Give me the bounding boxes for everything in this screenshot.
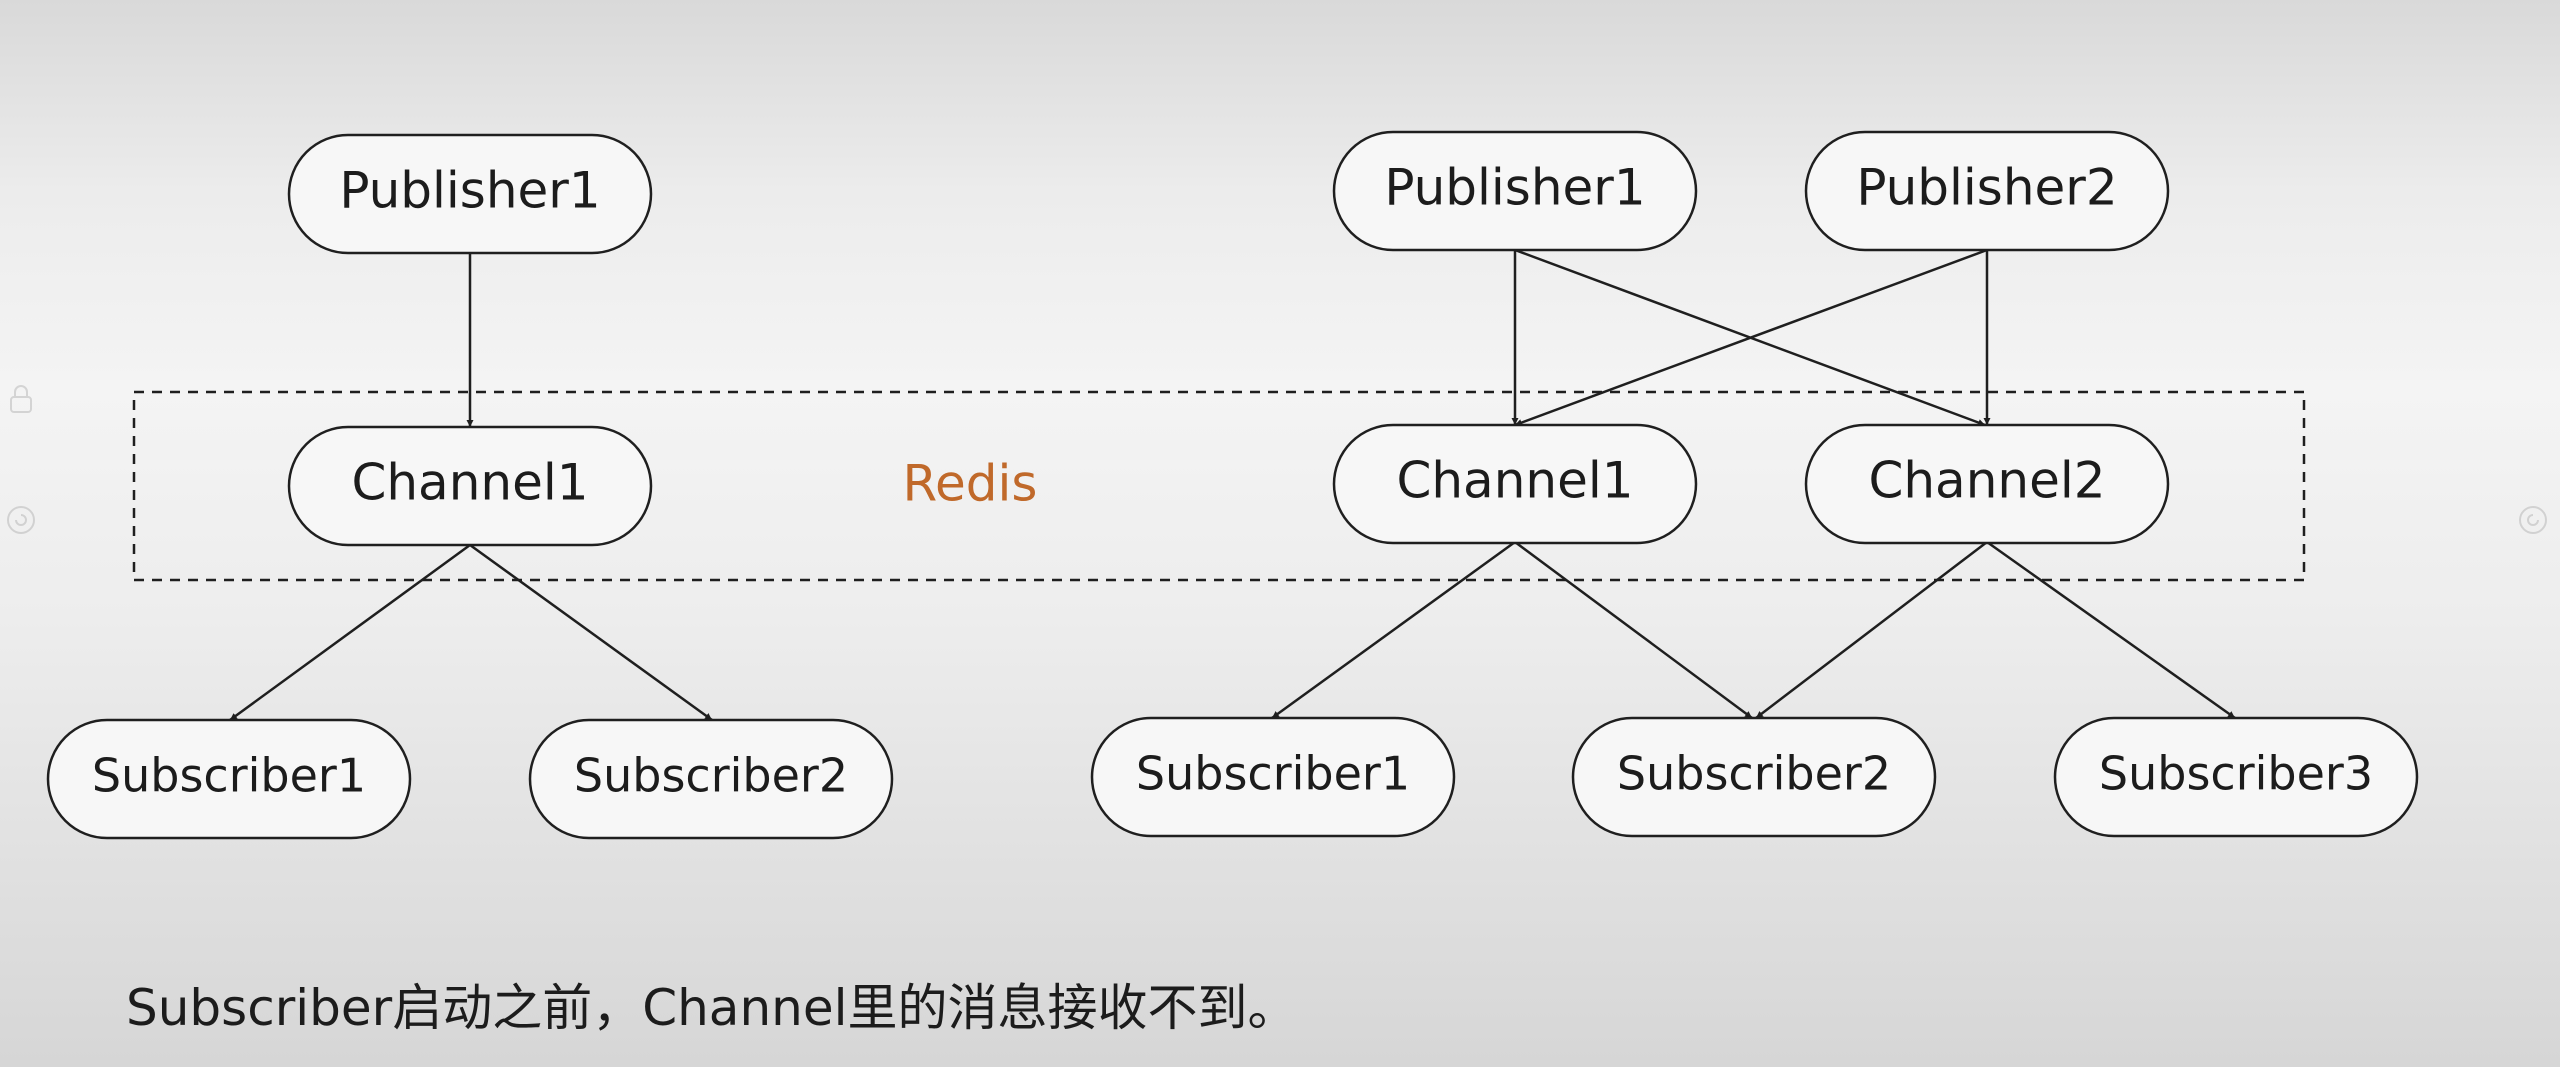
edge-right-channel2-subscriber3	[1986, 540, 2236, 720]
node-right-publisher1: Publisher1	[1332, 130, 1698, 252]
node-label: Channel2	[1868, 452, 2105, 510]
redis-label: Redis	[903, 455, 1038, 513]
node-label: Publisher1	[1384, 159, 1645, 217]
node-left-subscriber2: Subscriber2	[528, 718, 894, 840]
node-label: Subscriber3	[2099, 747, 2373, 801]
node-label: Subscriber2	[1617, 747, 1891, 801]
lock-icon	[10, 385, 32, 413]
node-label: Publisher2	[1856, 159, 2117, 217]
edge-right-channel2-subscriber2	[1755, 541, 1988, 719]
caption-text: Subscriber启动之前，Channel里的消息接收不到。	[126, 979, 1298, 1037]
node-right-channel2: Channel2	[1804, 423, 2170, 545]
node-left-subscriber1: Subscriber1	[46, 718, 412, 840]
node-label: Subscriber2	[574, 749, 848, 803]
node-right-subscriber2: Subscriber2	[1571, 716, 1937, 838]
edge-left-channel1-subscriber1	[229, 543, 471, 722]
node-right-channel1: Channel1	[1332, 423, 1698, 545]
node-left-channel1: Channel1	[287, 425, 653, 547]
node-label: Publisher1	[339, 162, 600, 220]
node-label: Channel1	[1396, 452, 1633, 510]
edge-right-channel1-subscriber2	[1514, 540, 1753, 720]
node-right-subscriber3: Subscriber3	[2053, 716, 2419, 838]
replay-icon	[7, 506, 35, 534]
edge-right-publisher2-channel1	[1514, 248, 1988, 427]
edge-left-channel1-subscriber2	[469, 543, 713, 722]
edge-right-channel1-subscriber1	[1271, 540, 1516, 720]
forward-icon	[2519, 506, 2547, 534]
node-label: Subscriber1	[92, 749, 366, 803]
node-right-publisher2: Publisher2	[1804, 130, 2170, 252]
redis-region	[132, 390, 2306, 582]
node-label: Subscriber1	[1136, 747, 1410, 801]
node-left-publisher1: Publisher1	[287, 133, 653, 255]
node-label: Channel1	[351, 454, 588, 512]
node-right-subscriber1: Subscriber1	[1090, 716, 1456, 838]
